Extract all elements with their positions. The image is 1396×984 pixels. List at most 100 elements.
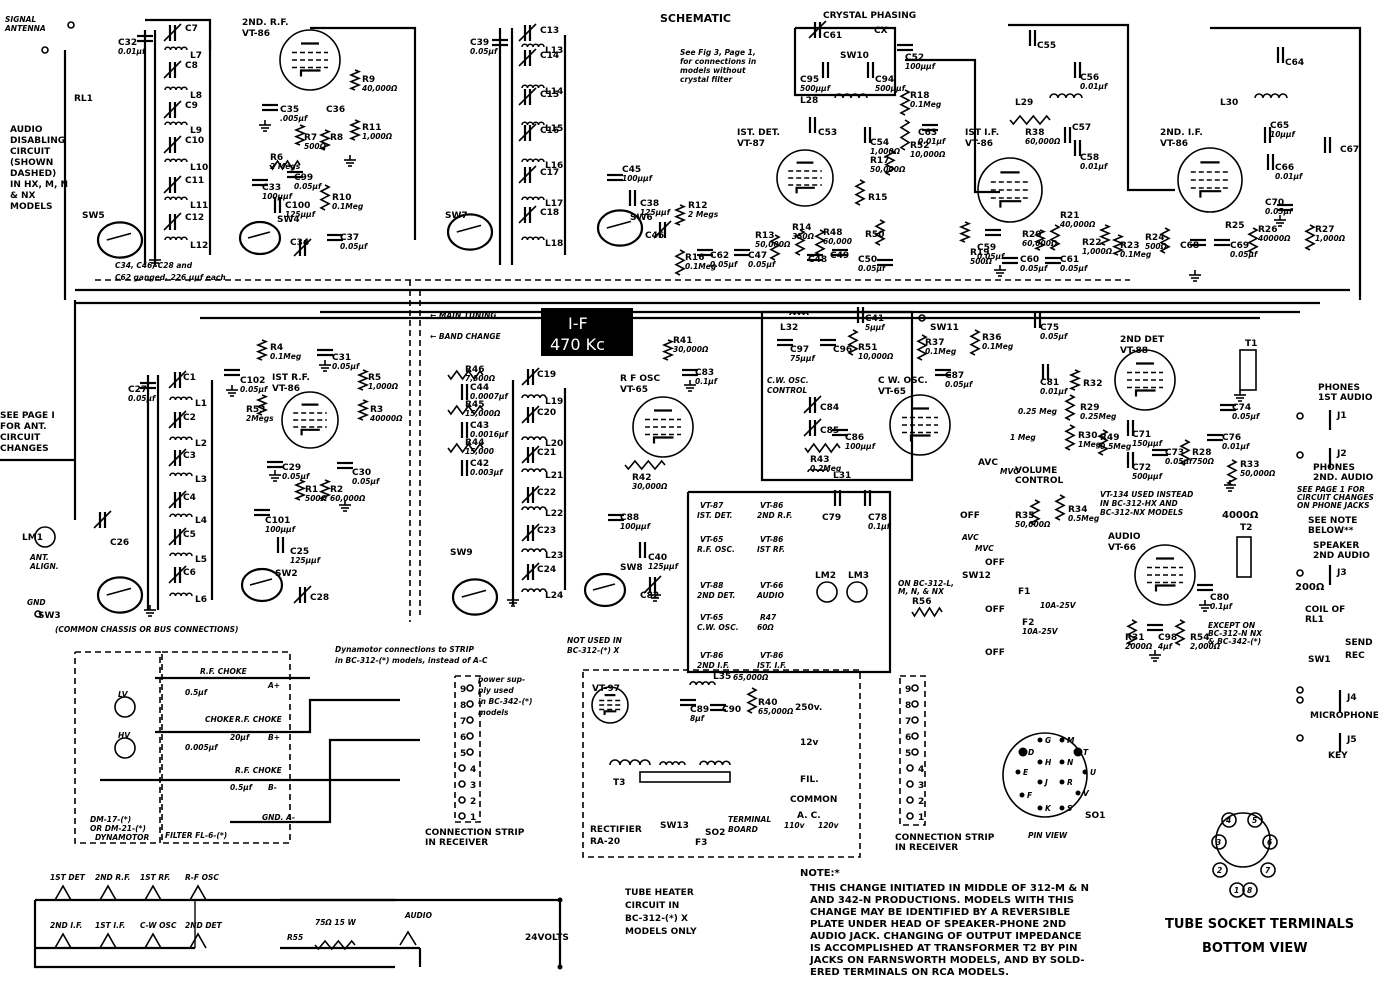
value-c73: 0.05μf — [1165, 457, 1194, 466]
variable-capacitor — [163, 60, 182, 79]
ref-sw1: SW1 — [1308, 655, 1331, 665]
see-note-label: BELOW** — [1308, 526, 1354, 536]
footnote-line-3: CHANGE MAY BE IDENTIFIED BY A REVERSIBLE — [810, 907, 1070, 918]
variable-capacitor — [518, 123, 537, 142]
ref-c26: C26 — [110, 538, 129, 548]
terminal — [41, 46, 49, 54]
terminal-board-label: BOARD — [728, 825, 758, 834]
resistor — [1064, 424, 1076, 451]
strip-pin-label: 4 — [470, 765, 476, 775]
heater-filament — [99, 884, 117, 901]
heater-filament — [189, 884, 207, 901]
ref-c86: C86 — [845, 433, 864, 443]
resistor — [814, 229, 826, 256]
antenna-label: ANTENNA — [4, 24, 46, 33]
value-c60: 0.05μf — [1020, 264, 1049, 273]
tube-cathode — [1134, 389, 1156, 397]
ref-r49: R49 — [1100, 433, 1119, 443]
ref-c78: C78 — [868, 513, 887, 523]
off-label-4: OFF — [985, 648, 1005, 658]
variable-capacitor — [518, 205, 537, 224]
dynamotor-lv — [114, 696, 136, 718]
ref-sw2: SW2 — [275, 569, 298, 579]
ref-c88: C88 — [620, 513, 639, 523]
heater-top-label: R-F OSC — [185, 873, 219, 882]
heater-tube-function: AUDIO — [756, 591, 785, 600]
rotary-switch — [96, 221, 144, 259]
tube-envelope — [1134, 544, 1196, 606]
hv-label: HV — [118, 731, 131, 740]
ref-r7: R7 — [304, 133, 317, 143]
heater-tube-function: 60Ω — [757, 623, 774, 632]
rotary-switch — [583, 572, 627, 608]
ref-c90: C90 — [722, 705, 741, 715]
resistor — [447, 442, 484, 454]
value-r2: 60,000Ω — [330, 494, 366, 503]
ref-r26: R26 — [1258, 225, 1277, 235]
tube-rect — [591, 686, 629, 724]
ref-c43: C43 — [470, 421, 489, 431]
ref-r24: R24 — [1145, 233, 1164, 243]
ref-r6: R6 — [270, 153, 283, 163]
ref-c52: C52 — [905, 53, 924, 63]
switch-wiper — [606, 220, 632, 229]
ref-c69: C69 — [1230, 241, 1249, 251]
ref-l12: L12 — [190, 241, 208, 251]
ref-c5: C5 — [183, 530, 196, 540]
ref-r4: R4 — [270, 343, 283, 353]
resistor — [1098, 224, 1112, 246]
ref-c10: C10 — [185, 136, 204, 146]
terminal — [458, 764, 466, 772]
off-label: OFF — [960, 511, 980, 521]
strip-pin-label: 6 — [905, 733, 911, 743]
so1-pin — [1037, 779, 1043, 785]
tube-cathode — [603, 710, 617, 715]
ref-l18: L18 — [545, 239, 563, 249]
value-r49: 0.5Meg — [1100, 442, 1132, 451]
so1-pin — [1059, 779, 1065, 785]
inductor — [169, 472, 193, 477]
value-r28: 750Ω — [1192, 457, 1215, 466]
strip-pin-label: 8 — [905, 701, 911, 711]
value-r6: 2 Megs — [270, 162, 301, 171]
ref-r19: R19 — [970, 248, 989, 258]
ref-sw10: SW10 — [840, 51, 869, 61]
variable-capacitor — [168, 448, 187, 467]
rf-choke-label: R.F. CHOKE — [200, 667, 248, 676]
ref-c36: C36 — [326, 105, 345, 115]
ref-c94: C94 — [875, 75, 894, 85]
ref-r16: R16 — [685, 253, 704, 263]
switch-wiper — [456, 224, 482, 233]
value-c33: 100μμf — [262, 192, 294, 201]
ref-c79: C79 — [822, 513, 841, 523]
value-r7: 500Ω — [304, 142, 327, 151]
microphone-label: MICROPHONE — [1310, 711, 1379, 721]
value-r9: 40,000Ω — [362, 84, 398, 93]
inductor — [699, 760, 731, 766]
resistor — [356, 369, 370, 391]
heater-caption: BC-312-(*) X — [625, 914, 688, 924]
tube-rf-osc — [632, 396, 694, 458]
ref-r27: R27 — [1315, 225, 1334, 235]
not-used-note: BC-312-(*) X — [567, 646, 620, 655]
ref-c29: C29 — [282, 463, 301, 473]
audio-disabling-note: AUDIO — [10, 125, 43, 135]
value-r38: 60,000Ω — [1025, 137, 1061, 146]
r30-value: 1 Meg — [1010, 433, 1036, 442]
socket-pin-number: 5 — [1252, 816, 1257, 825]
heater-filament — [144, 932, 162, 949]
power-supply-note: in BC-342-(*) — [478, 697, 532, 706]
lamp-lm3 — [846, 581, 868, 603]
resistor — [874, 219, 886, 246]
inductor — [169, 552, 193, 557]
tube-2nd-det — [1114, 349, 1176, 411]
ref-c11: C11 — [185, 176, 204, 186]
strip-pin-label: 3 — [470, 781, 476, 791]
ref-c85: C85 — [820, 426, 839, 436]
heater-top-label: 2ND R.F. — [95, 873, 130, 882]
rotary-switch — [240, 567, 284, 603]
ref-r14: R14 — [792, 223, 811, 233]
terminal — [458, 780, 466, 788]
ref-c35: C35 — [280, 105, 299, 115]
ref-r28: R28 — [1192, 448, 1211, 458]
